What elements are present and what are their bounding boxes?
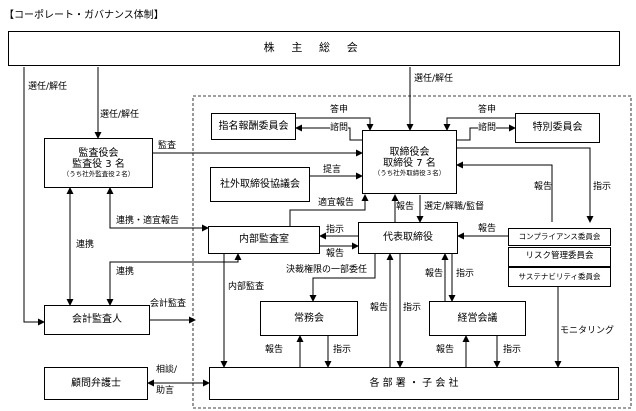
arrow-cooperation-2 <box>106 253 242 306</box>
label-report-ceo: 報告 <box>478 224 497 234</box>
shareholders-meeting-box: 株 主 総 会 <box>8 31 620 66</box>
label-shimon-1: 諮問 <box>330 123 349 133</box>
sustainability-committee-box: サステナビリティ委員会 <box>508 267 611 287</box>
management-meeting-label: 経営会議 <box>457 312 498 324</box>
arrow-instruct-committees <box>457 147 594 223</box>
audit-board-outside-count: （うち社外監査役２名） <box>62 169 135 178</box>
ceo-label: 代表取締役 <box>383 232 433 244</box>
internal-audit-office-box: 内部監査室 <box>208 226 320 254</box>
special-committee-label: 特別委員会 <box>532 122 583 134</box>
legal-advisor-label: 顧問弁護士 <box>71 377 121 389</box>
compliance-committee-label: コンプライアンス委員会 <box>518 231 601 241</box>
arrow-shimon-1 <box>295 124 362 141</box>
label-instruct-committees: 指示 <box>593 182 612 192</box>
departments-subsidiaries-label: 各 部 署 ・ 子 会 社 <box>369 377 459 389</box>
nomination-committee-box: 指名報酬委員会 <box>211 113 296 140</box>
label-instruct-internal: 指示 <box>326 225 345 235</box>
accounting-auditor-box: 会計監査人 <box>44 305 150 335</box>
label-shimon-2: 諮問 <box>478 123 497 133</box>
label-consult: 相談/ <box>156 365 178 375</box>
label-report-mgmt2: 報告 <box>436 345 455 355</box>
board-outside-count: （うち社外取締役３名） <box>373 168 446 177</box>
label-elect-accounting: 選任/解任 <box>28 82 68 92</box>
label-report-board: 報告 <box>534 182 553 192</box>
label-elect-auditors: 選任/解任 <box>100 110 140 120</box>
label-cooperation-report: 連携・適宜報告 <box>116 216 180 226</box>
label-report-mgmt: 報告 <box>425 269 444 279</box>
label-report-internal: 報告 <box>326 249 345 259</box>
risk-committee-box: リスク管理委員会 <box>508 247 611 267</box>
label-elect-board: 選任/解任 <box>414 74 454 84</box>
label-report-exec: 報告 <box>265 345 284 355</box>
label-monitoring: モニタリング <box>560 326 615 336</box>
board-label: 取締役会 <box>389 146 430 158</box>
nomination-committee-label: 指名報酬委員会 <box>218 120 289 132</box>
arrow-elect-accounting <box>23 67 45 326</box>
internal-audit-office-label: 内部監査室 <box>239 234 289 246</box>
legal-advisor-box: 顧問弁護士 <box>44 367 148 400</box>
label-cooperation-2: 連携 <box>116 267 135 277</box>
arrow-delegation <box>309 254 376 302</box>
executive-committee-box: 常務会 <box>260 301 358 336</box>
arrow-toushin-1 <box>296 117 374 131</box>
arrow-cooperation-report <box>106 187 209 232</box>
shareholders-meeting-label: 株 主 総 会 <box>263 41 365 55</box>
risk-committee-label: リスク管理委員会 <box>525 251 594 262</box>
label-accounting-audit: 会計監査 <box>150 299 187 309</box>
label-internal-audit: 内部監査 <box>228 282 265 292</box>
label-instruct-exec: 指示 <box>333 345 352 355</box>
label-teigen: 提言 <box>323 165 342 175</box>
label-report-board-ceo: 報告 <box>396 202 415 212</box>
label-toushin-1: 答申 <box>330 105 349 115</box>
arrow-report-board <box>456 161 553 222</box>
outside-directors-council-box: 社外取締役協議会 <box>210 167 310 202</box>
label-instruct-mgmt: 指示 <box>456 269 475 279</box>
departments-subsidiaries-box: 各 部 署 ・ 子 会 社 <box>209 367 619 400</box>
compliance-committee-box: コンプライアンス委員会 <box>508 228 611 246</box>
label-delegation: 決裁権限の一部委任 <box>286 265 368 275</box>
label-report-departments: 報告 <box>370 303 389 313</box>
executive-committee-label: 常務会 <box>294 312 324 324</box>
board-count: 取締役 7 名 <box>383 158 436 170</box>
label-advise: 助言 <box>156 386 175 396</box>
special-committee-box: 特別委員会 <box>515 113 600 143</box>
label-appropriate-report: 適宜報告 <box>318 198 355 208</box>
audit-board-box: 監査役会 監査役 3 名 （うち社外監査役２名） <box>44 138 153 188</box>
label-instruct-departments: 指示 <box>403 303 422 313</box>
arrow-toushin-2 <box>443 117 515 131</box>
management-meeting-box: 経営会議 <box>429 301 526 336</box>
arrow-appropriate-report <box>289 194 369 226</box>
sustainability-committee-label: サステナビリティ委員会 <box>518 271 601 281</box>
label-select-supervise: 選定/解職/監督 <box>424 202 485 212</box>
label-cooperation-1: 連携 <box>76 240 95 250</box>
board-of-directors-box: 取締役会 取締役 7 名 （うち社外取締役３名） <box>362 130 457 194</box>
label-toushin-2: 答申 <box>478 105 497 115</box>
label-audit: 監査 <box>158 141 177 151</box>
page-title: 【コーポレート・ガバナンス体制】 <box>4 10 164 21</box>
audit-board-label: 監査役会 <box>78 147 119 159</box>
accounting-auditor-label: 会計監査人 <box>72 314 122 326</box>
label-instruct-mgmt2: 指示 <box>503 345 522 355</box>
outside-directors-council-label: 社外取締役協議会 <box>220 178 300 190</box>
audit-board-count: 監査役 3 名 <box>72 159 125 171</box>
ceo-box: 代表取締役 <box>358 222 458 254</box>
